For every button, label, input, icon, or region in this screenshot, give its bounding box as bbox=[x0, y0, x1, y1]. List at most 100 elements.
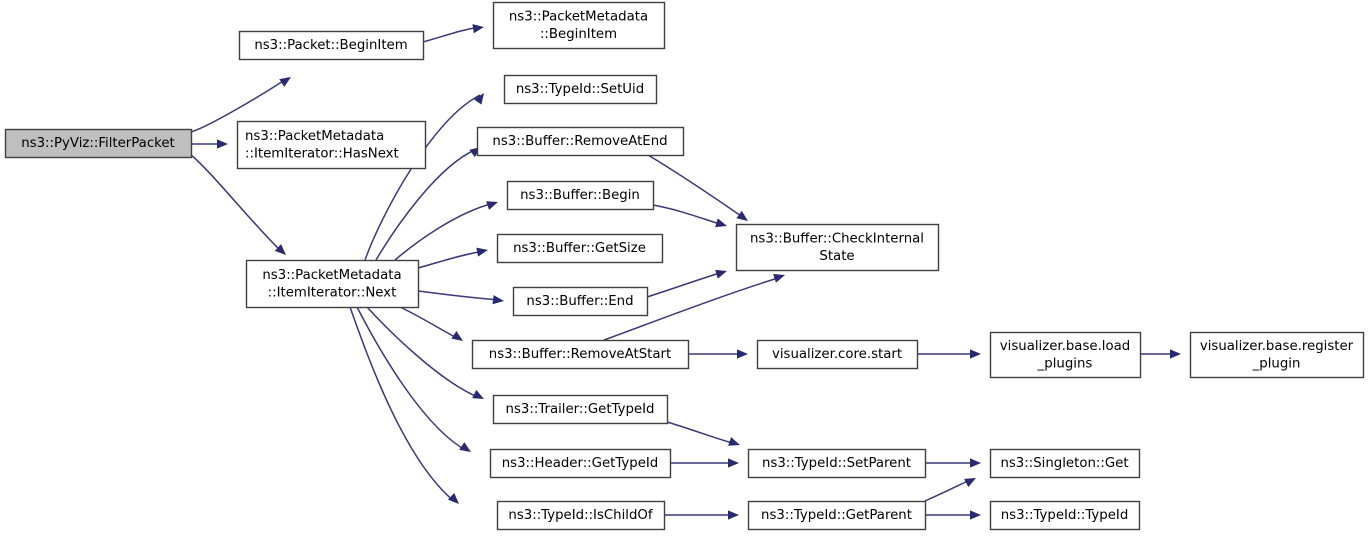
graph-node-packet_beginitem[interactable]: ns3::Packet::BeginItem bbox=[238, 30, 425, 61]
node-label-line: _plugin bbox=[1252, 356, 1301, 371]
graph-node-pm_next[interactable]: ns3::PacketMetadata::ItemIterator::Next bbox=[245, 259, 420, 309]
graph-node-buffer_removeatend[interactable]: ns3::Buffer::RemoveAtEnd bbox=[476, 126, 685, 157]
node-box[interactable] bbox=[989, 331, 1142, 379]
edges-layer bbox=[190, 26, 1177, 516]
edge-filterpacket-to-pm_next bbox=[190, 154, 284, 254]
node-label-line: ns3::TypeId::IsChildOf bbox=[508, 508, 652, 523]
node-box[interactable] bbox=[476, 126, 685, 157]
graph-node-header_gettypeid[interactable]: ns3::Header::GetTypeId bbox=[489, 448, 672, 479]
node-box[interactable] bbox=[245, 259, 420, 309]
arrowhead-icon bbox=[472, 389, 484, 399]
node-label-line: ::BeginItem bbox=[540, 27, 617, 42]
node-label-line: ns3::Buffer::GetSize bbox=[513, 241, 646, 256]
arrowhead-icon bbox=[279, 77, 291, 87]
arrowhead-icon bbox=[492, 295, 504, 305]
node-box[interactable] bbox=[735, 223, 940, 272]
node-label-line: ns3::Singleton::Get bbox=[1000, 456, 1128, 471]
node-label-line: ns3::PacketMetadata bbox=[262, 268, 401, 283]
edge-buffer_end-to-buffer_checkinternalstate bbox=[646, 271, 724, 298]
node-box[interactable] bbox=[506, 180, 655, 211]
arrowhead-icon bbox=[1170, 349, 1181, 359]
arrowhead-icon bbox=[473, 93, 484, 105]
node-label-line: ns3::Trailer::GetTypeId bbox=[506, 402, 655, 417]
arrowhead-icon bbox=[970, 510, 981, 520]
node-label-line: ns3::Buffer::End bbox=[526, 294, 633, 309]
node-box[interactable] bbox=[989, 500, 1141, 531]
edge-pm_next-to-buffer_end bbox=[417, 290, 501, 301]
node-label-line: _plugins bbox=[1037, 356, 1093, 371]
node-label-line: ns3::Buffer::CheckInternal bbox=[750, 231, 924, 246]
arrowhead-icon bbox=[217, 139, 228, 149]
arrowhead-icon bbox=[715, 269, 727, 279]
node-label-line: ns3::PacketMetadata bbox=[245, 129, 384, 144]
graph-node-buffer_end[interactable]: ns3::Buffer::End bbox=[512, 286, 649, 317]
node-box[interactable] bbox=[989, 448, 1141, 479]
arrowhead-icon bbox=[728, 458, 739, 468]
graph-node-filterpacket[interactable]: ns3::PyViz::FilterPacket bbox=[4, 128, 193, 159]
node-box[interactable] bbox=[512, 286, 649, 317]
edge-trailer_gettypeid-to-typeid_setparent bbox=[666, 421, 737, 445]
node-label-line: ::ItemIterator::Next bbox=[268, 285, 397, 300]
arrowhead-icon bbox=[773, 274, 785, 283]
node-box[interactable] bbox=[1189, 331, 1365, 379]
arrowhead-icon bbox=[970, 458, 981, 468]
node-label-line: ns3::Header::GetTypeId bbox=[502, 456, 659, 471]
arrowhead-icon bbox=[486, 201, 498, 210]
graph-node-typeid_setparent[interactable]: ns3::TypeId::SetParent bbox=[747, 448, 927, 479]
node-box[interactable] bbox=[4, 128, 193, 159]
graph-node-trailer_gettypeid[interactable]: ns3::Trailer::GetTypeId bbox=[492, 394, 669, 425]
graph-node-singleton_get[interactable]: ns3::Singleton::Get bbox=[989, 448, 1141, 479]
node-label-line: ::ItemIterator::HasNext bbox=[245, 146, 399, 161]
arrowhead-icon bbox=[472, 24, 484, 34]
edge-pm_next-to-typeid_setuid bbox=[364, 94, 481, 261]
node-box[interactable] bbox=[756, 339, 919, 370]
node-label-line: ns3::TypeId::SetParent bbox=[762, 456, 911, 471]
arrowhead-icon bbox=[715, 218, 727, 228]
edge-pm_next-to-buffer_getsize bbox=[417, 250, 485, 269]
node-label-line: ns3::Buffer::RemoveAtEnd bbox=[492, 134, 667, 149]
graph-node-typeid_setuid[interactable]: ns3::TypeId::SetUid bbox=[503, 74, 658, 105]
graph-node-pm_beginitem[interactable]: ns3::PacketMetadata::BeginItem bbox=[492, 1, 666, 50]
graph-node-buffer_getsize[interactable]: ns3::Buffer::GetSize bbox=[496, 233, 664, 264]
node-label-line: ns3::TypeId::GetParent bbox=[761, 508, 912, 523]
node-box[interactable] bbox=[471, 339, 690, 370]
arrowhead-icon bbox=[728, 437, 740, 446]
edge-buffer_removeatend-to-buffer_checkinternalstate bbox=[647, 154, 745, 219]
edge-packet_beginitem-to-pm_beginitem bbox=[422, 26, 481, 43]
edge-pm_next-to-trailer_gettypeid bbox=[366, 306, 481, 399]
graph-node-typeid_ischildof[interactable]: ns3::TypeId::IsChildOf bbox=[496, 500, 666, 531]
arrowhead-icon bbox=[459, 442, 471, 452]
node-label-line: ns3::PacketMetadata bbox=[509, 9, 648, 24]
graph-node-visualizer_base_load_plugins[interactable]: visualizer.base.load _plugins bbox=[989, 331, 1142, 379]
node-box[interactable] bbox=[747, 448, 927, 479]
graph-node-buffer_begin[interactable]: ns3::Buffer::Begin bbox=[506, 180, 655, 211]
edge-pm_next-to-buffer_begin bbox=[394, 202, 495, 261]
node-box[interactable] bbox=[492, 394, 669, 425]
graph-node-visualizer_core_start[interactable]: visualizer.core.start bbox=[756, 339, 919, 370]
node-box[interactable] bbox=[747, 500, 927, 531]
arrowhead-icon bbox=[964, 478, 976, 488]
graph-node-pm_hasnext[interactable]: ns3::PacketMetadata::ItemIterator::HasNe… bbox=[236, 120, 427, 170]
graph-node-buffer_removeatstart[interactable]: ns3::Buffer::RemoveAtStart bbox=[471, 339, 690, 370]
graph-node-typeid_typeid[interactable]: ns3::TypeId::TypeId bbox=[989, 500, 1141, 531]
node-box[interactable] bbox=[503, 74, 658, 105]
node-box[interactable] bbox=[492, 1, 666, 50]
node-label-line: visualizer.base.load bbox=[1000, 339, 1130, 354]
graph-node-visualizer_base_register_plugin[interactable]: visualizer.base.register_plugin bbox=[1189, 331, 1365, 379]
edge-buffer_removeatstart-to-buffer_checkinternalstate bbox=[603, 276, 782, 341]
arrowheads-layer bbox=[217, 24, 1181, 520]
graph-node-typeid_getparent[interactable]: ns3::TypeId::GetParent bbox=[747, 500, 927, 531]
node-box[interactable] bbox=[496, 233, 664, 264]
node-box[interactable] bbox=[489, 448, 672, 479]
edge-buffer_begin-to-buffer_checkinternalstate bbox=[652, 204, 724, 226]
node-box[interactable] bbox=[238, 30, 425, 61]
node-box[interactable] bbox=[236, 120, 427, 170]
node-label-line: ns3::Packet::BeginItem bbox=[254, 38, 407, 53]
arrowhead-icon bbox=[447, 493, 459, 504]
arrowhead-icon bbox=[970, 349, 981, 359]
node-box[interactable] bbox=[496, 500, 666, 531]
node-label-line: ns3::TypeId::TypeId bbox=[1001, 508, 1129, 523]
